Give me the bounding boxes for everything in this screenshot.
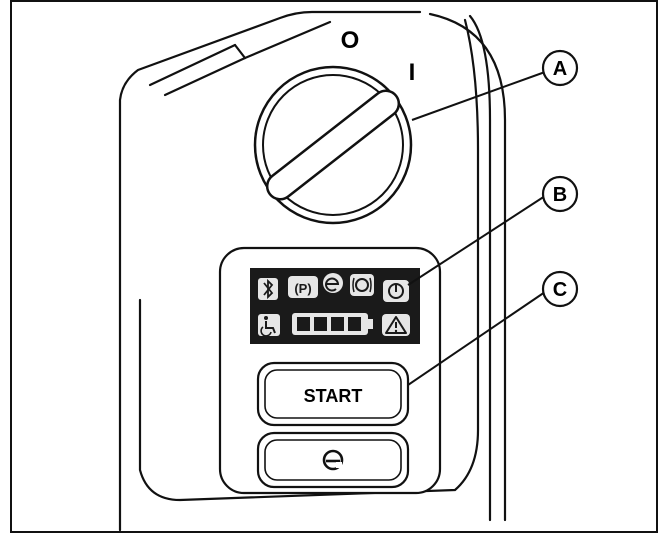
svg-text:(P): (P) — [294, 281, 311, 296]
callout-c: C — [541, 270, 579, 308]
battery-level — [297, 317, 361, 331]
battery-bar — [314, 317, 327, 331]
svg-text:B: B — [553, 184, 567, 206]
eco-button[interactable] — [256, 431, 410, 489]
svg-text:C: C — [553, 279, 567, 301]
callout-a: A — [541, 49, 579, 87]
wheelchair-icon — [258, 314, 280, 337]
switch-knob[interactable] — [262, 86, 404, 205]
switch-off-label: O — [341, 27, 360, 54]
bluetooth-icon — [258, 278, 278, 300]
callout-b: B — [541, 175, 579, 213]
battery-icon — [292, 313, 373, 335]
status-display: (P) — [250, 268, 420, 344]
svg-text:A: A — [553, 58, 567, 80]
brake-icon — [350, 274, 374, 296]
battery-bar — [297, 317, 310, 331]
power-icon — [383, 280, 409, 302]
park-brake-icon: (P) — [288, 276, 318, 298]
main-power-switch[interactable] — [253, 65, 413, 225]
eco-button-icon — [322, 449, 344, 471]
battery-bar — [331, 317, 344, 331]
start-button[interactable]: START — [256, 361, 410, 427]
switch-on-label: I — [409, 59, 416, 86]
start-button-label: START — [304, 386, 363, 406]
callout-leaders — [407, 71, 546, 386]
battery-bar — [348, 317, 361, 331]
warning-icon — [382, 314, 410, 336]
device-housing — [118, 10, 507, 532]
eco-mode-icon — [323, 273, 343, 293]
